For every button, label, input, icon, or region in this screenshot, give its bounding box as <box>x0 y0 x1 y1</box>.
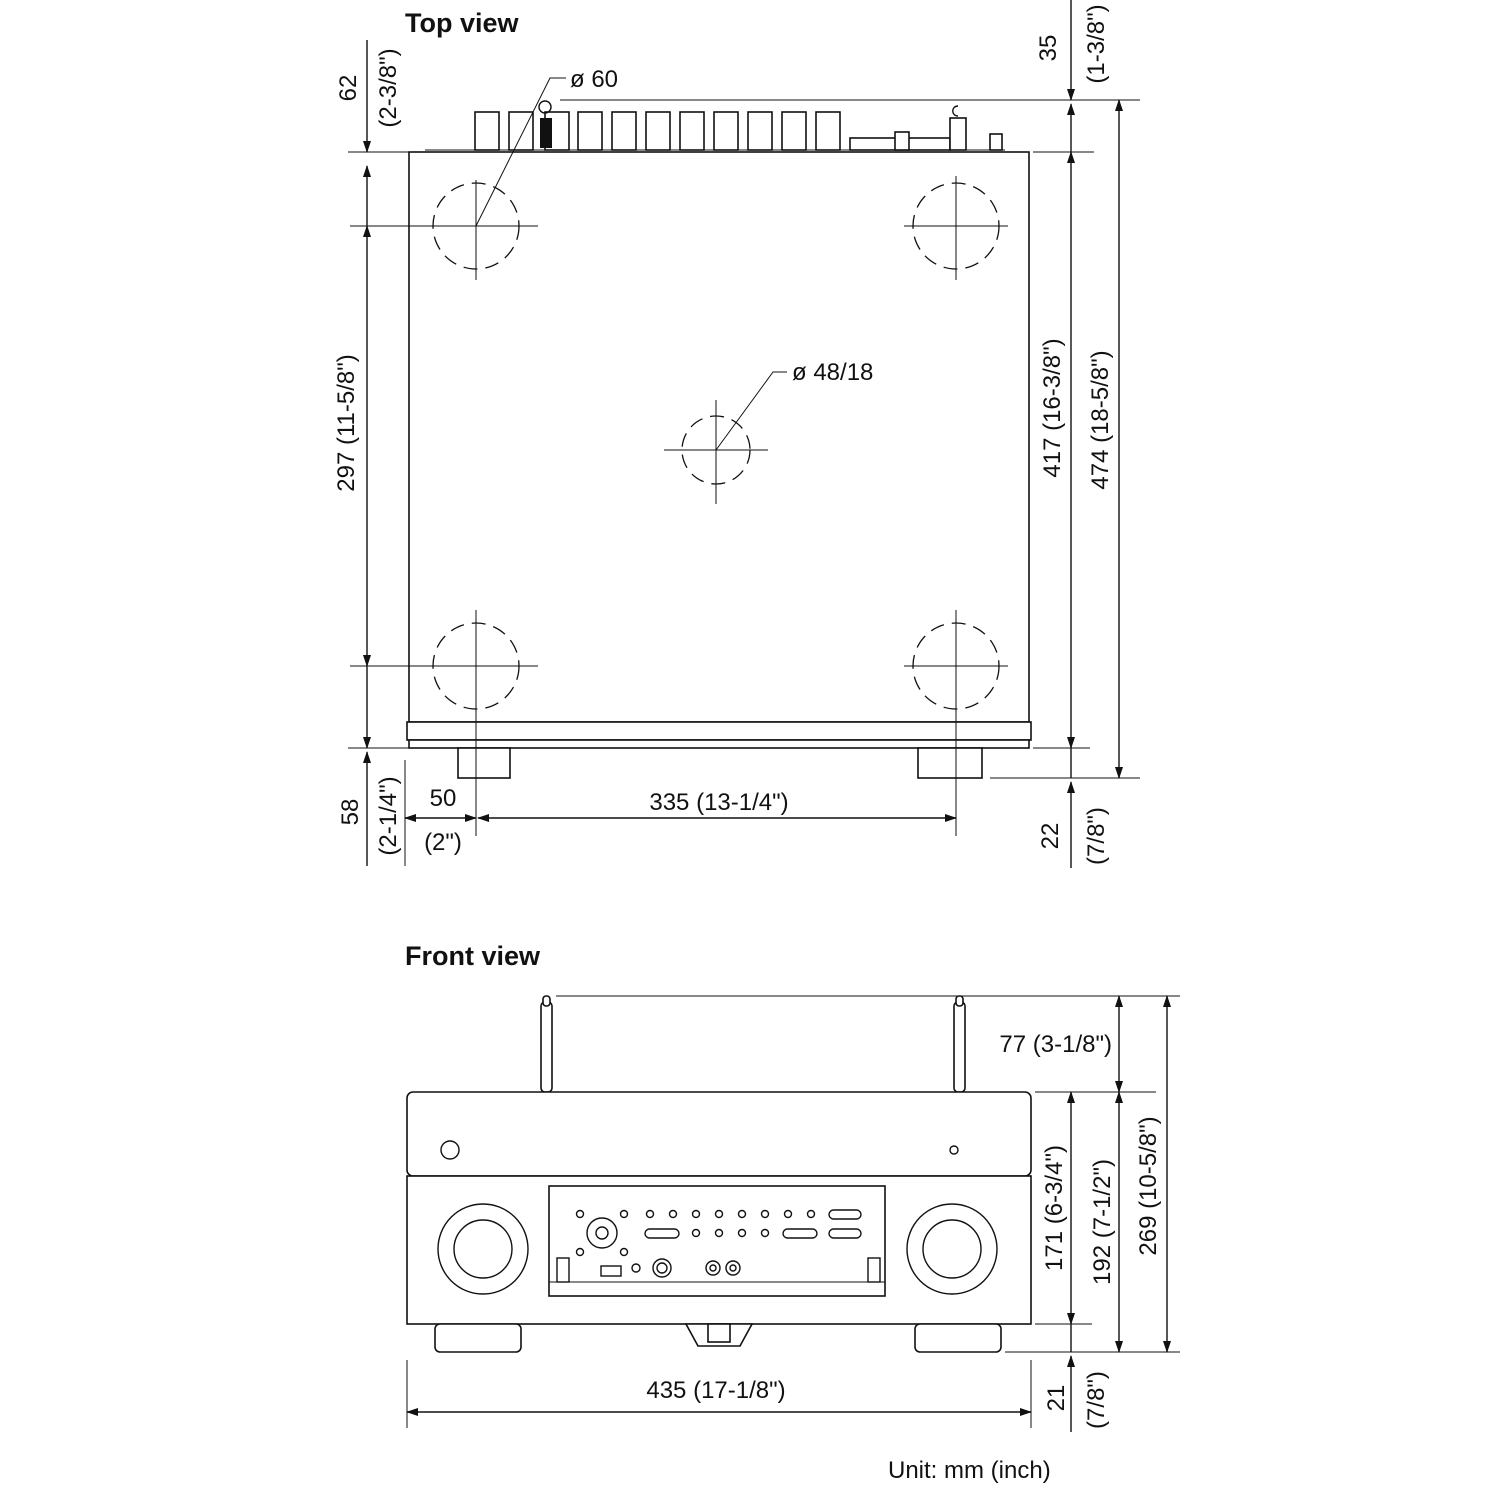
rear-terminals <box>425 100 1005 151</box>
dim-335: 335 (13-1/4") <box>649 789 788 816</box>
dim-21: 21 <box>1043 1385 1070 1412</box>
dim-50: 50 <box>430 785 457 812</box>
dim-435: 435 (17-1/8") <box>646 1377 785 1404</box>
dim-22: 22 <box>1037 823 1064 850</box>
dim-22-inch: (7/8") <box>1083 807 1110 865</box>
dim-171: 171 (6-3/4") <box>1041 1145 1068 1271</box>
dim-dia-48-18: ø 48/18 <box>792 359 873 386</box>
dim-474: 474 (18-5/8") <box>1087 350 1114 489</box>
front-panel-buttons <box>575 1209 862 1278</box>
top-view-unit-body <box>350 100 1032 836</box>
top-view-dimensions: 62 (2-3/8") 297 (11-5/8") 58 (2-1/4") 50… <box>333 0 1140 868</box>
dim-62: 62 <box>335 75 362 102</box>
dim-58: 58 <box>337 799 364 826</box>
dim-417: 417 (16-3/8") <box>1039 338 1066 477</box>
dim-dia-60: ø 60 <box>570 66 618 93</box>
dim-192: 192 (7-1/2") <box>1089 1159 1116 1285</box>
top-view-title: Top view <box>405 8 520 38</box>
front-view-dimensions: 77 (3-1/8") 171 (6-3/4") 192 (7-1/2") 26… <box>406 995 1180 1432</box>
dim-58-inch: (2-1/4") <box>375 776 402 855</box>
dim-50-inch: (2") <box>424 829 462 856</box>
foot-outlines <box>350 176 1008 836</box>
dim-77: 77 (3-1/8") <box>999 1031 1112 1058</box>
dim-297: 297 (11-5/8") <box>333 354 360 491</box>
front-view-title: Front view <box>405 941 541 971</box>
dim-35-inch: (1-3/8") <box>1083 4 1110 83</box>
dim-35: 35 <box>1035 35 1062 62</box>
unit-note: Unit: mm (inch) <box>888 1457 1051 1484</box>
front-view-unit-body <box>406 995 1032 1353</box>
dim-21-inch: (7/8") <box>1083 1371 1110 1429</box>
dim-269: 269 (10-5/8") <box>1135 1116 1162 1255</box>
dim-62-inch: (2-3/8") <box>375 48 402 127</box>
